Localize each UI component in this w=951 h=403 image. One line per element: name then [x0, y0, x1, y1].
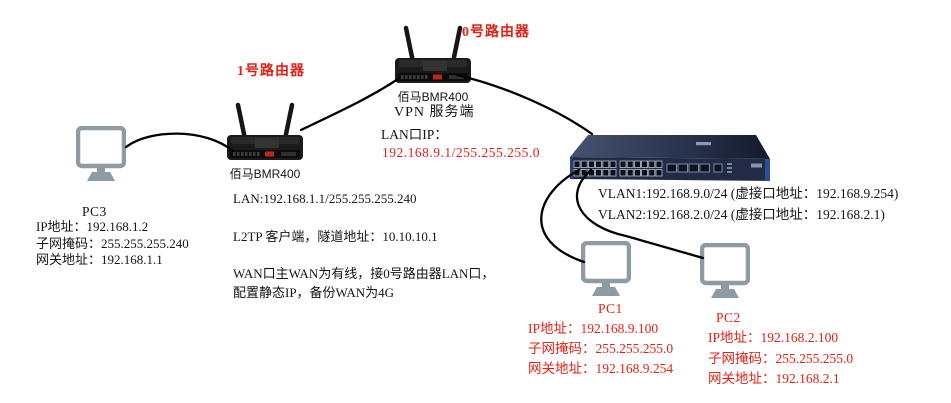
cable-router1-to-router0 — [299, 77, 400, 132]
pc1-mask: 子网掩码：255.255.255.0 — [528, 341, 674, 356]
pc3-ip: IP地址：192.168.1.2 — [36, 219, 149, 234]
router0-lan-ip-value: 192.168.9.1/255.255.255.0 — [382, 145, 541, 160]
pc1-ip: IP地址：192.168.9.100 — [528, 321, 659, 336]
router1-label: 1号路由器 — [237, 64, 305, 79]
router-1-icon — [227, 102, 303, 160]
router1-model-label: 佰马BMR400 — [229, 167, 301, 181]
router0-lan-ip-label: LAN口IP： — [381, 127, 448, 142]
pc3-monitor-icon — [76, 126, 126, 181]
router0-label: 0号路由器 — [462, 25, 530, 40]
pc3-gateway: 网关地址：192.168.1.1 — [36, 252, 163, 267]
pc2-mask: 子网掩码：255.255.255.0 — [708, 350, 854, 366]
pc2-name: PC2 — [716, 310, 741, 325]
router1-note-wan2: 配置静态IP，备份WAN为4G — [233, 285, 395, 300]
pc1-info: IP地址：192.168.9.100 子网掩码：255.255.255.0 网关… — [528, 319, 673, 379]
router-0-icon — [395, 25, 471, 83]
router0-role: VPN 服务端 — [394, 105, 475, 120]
pc2-monitor-icon — [700, 243, 750, 298]
router0-model-label: 佰马BMR400 — [397, 90, 469, 104]
pc2-gateway: 网关地址：192.168.2.1 — [708, 371, 840, 386]
pc1-monitor-icon — [581, 241, 631, 296]
router1-note-lan: LAN:192.168.1.1/255.255.255.240 — [233, 191, 417, 206]
pc3-mask: 子网掩码：255.255.255.240 — [36, 235, 189, 251]
router1-note-wan1: WAN口主WAN为有线，接0号路由器LAN口， — [233, 266, 495, 281]
pc3-info: IP地址：192.168.1.2 子网掩码：255.255.255.240 网关… — [36, 219, 189, 269]
router1-note-l2tp: L2TP 客户端，隧道地址：10.10.10.1 — [233, 229, 438, 244]
switch-vlan2-note: VLAN2:192.168.2.0/24 (虚接口地址：192.168.2.1) — [598, 207, 885, 222]
pc2-info: IP地址：192.168.2.100 子网掩码：255.255.255.0 网关… — [708, 328, 853, 390]
pc2-ip: IP地址：192.168.2.100 — [708, 330, 839, 345]
pc3-name: PC3 — [82, 204, 107, 219]
pc1-name: PC1 — [598, 301, 623, 316]
switch-vlan1-note: VLAN1:192.168.9.0/24 (虚接口地址：192.168.9.25… — [598, 186, 899, 201]
cable-router0-to-switch — [455, 73, 594, 136]
cable-pc3-to-router1 — [124, 132, 235, 153]
switch-icon — [570, 135, 770, 181]
pc1-gateway: 网关地址：192.168.9.254 — [528, 361, 674, 376]
